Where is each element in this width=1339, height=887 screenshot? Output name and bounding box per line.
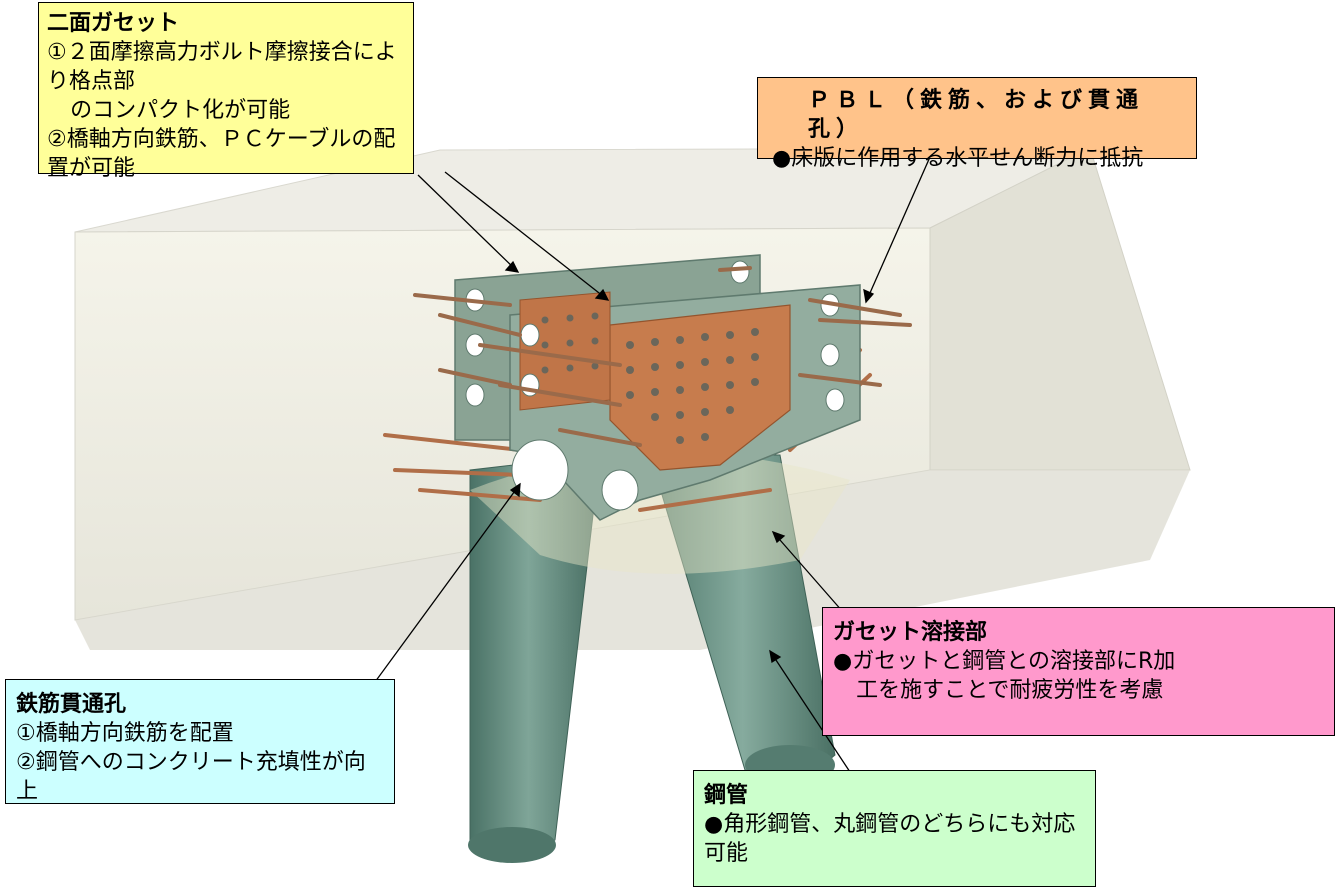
rebar-hole-callout: 鉄筋貫通孔 ①橋軸方向鉄筋を配置 ②鋼管へのコンクリート充填性が向上 — [5, 679, 395, 804]
steel-pipe-callout: 鋼管 ●角形鋼管、丸鋼管のどちらにも対応可能 — [693, 770, 1096, 887]
gusset-callout: 二面ガセット ①２面摩擦高力ボルト摩擦接合により格点部 のコンパクト化が可能 ②… — [38, 2, 414, 181]
pbl-bars — [413, 266, 912, 447]
weld-callout: ガセット溶接部 ●ガセットと鋼管との溶接部にR加 工を施すことで耐疲労性を考慮 — [822, 607, 1335, 736]
gusset-title: 二面ガセット — [47, 11, 180, 36]
pbl-callout: ＰＢＬ（鉄筋、および貫通孔） ●床版に作用する水平せん断力に抵抗 — [757, 77, 1197, 171]
hole-line-2: ②鋼管へのコンクリート充填性が向上 — [16, 750, 366, 805]
weld-title: ガセット溶接部 — [833, 620, 988, 645]
weld-line-1: ●ガセットと鋼管との溶接部にR加 — [833, 649, 1176, 675]
pipe-line-1: ●角形鋼管、丸鋼管のどちらにも対応可能 — [704, 812, 1076, 867]
gusset-plates — [454, 254, 861, 521]
pipe-title: 鋼管 — [704, 783, 749, 808]
weld-line-2: 工を施すことで耐疲労性を考慮 — [856, 678, 1164, 704]
hole-line-1: ①橋軸方向鉄筋を配置 — [16, 721, 234, 747]
steel-pipes — [468, 454, 836, 863]
gusset-line-3: ②橋軸方向鉄筋、ＰＣケーブルの配置が可能 — [47, 127, 396, 182]
gusset-line-1: ①２面摩擦高力ボルト摩擦接合により格点部 — [47, 40, 397, 95]
pbl-title: ＰＢＬ（鉄筋、および貫通孔） — [808, 88, 1145, 143]
hole-title: 鉄筋貫通孔 — [16, 692, 127, 717]
pbl-line-1: ●床版に作用する水平せん断力に抵抗 — [772, 146, 1144, 172]
gusset-line-2: のコンパクト化が可能 — [70, 98, 291, 124]
